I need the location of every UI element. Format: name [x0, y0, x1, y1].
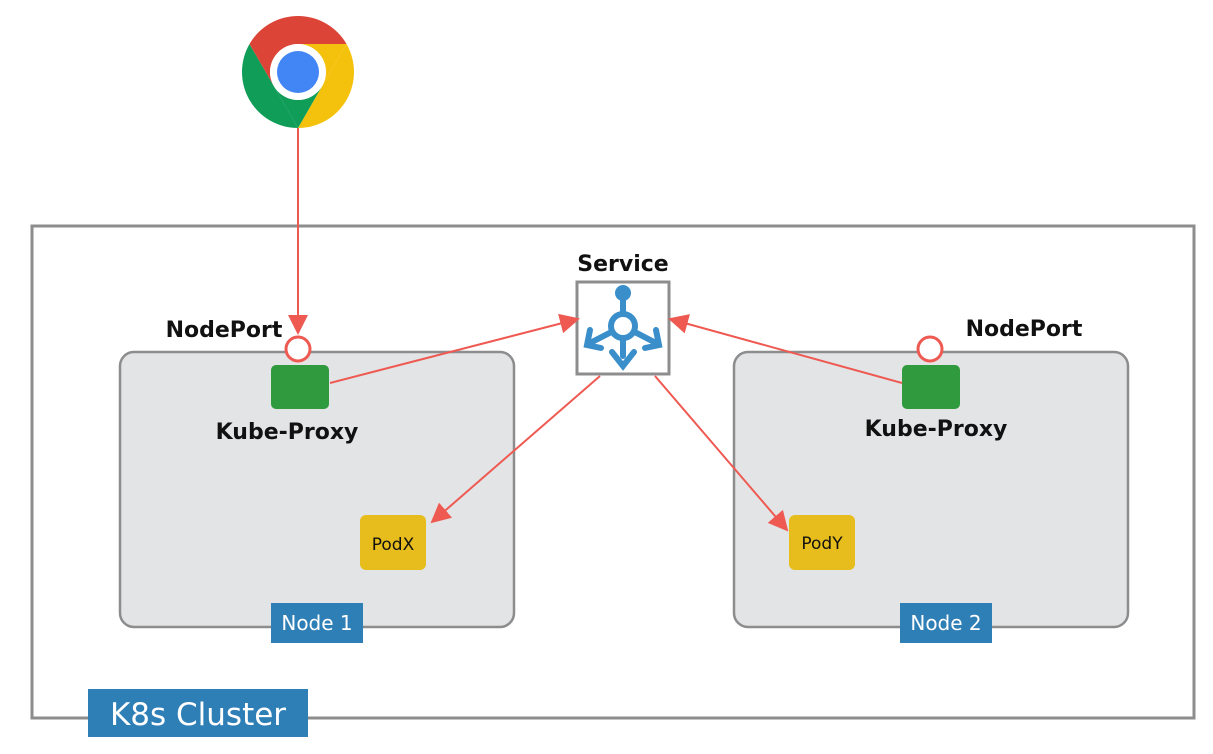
nodeport-1-circle — [284, 335, 312, 363]
kube-proxy-2-label: Kube-Proxy — [865, 417, 1008, 442]
pody-label: PodY — [801, 534, 843, 554]
kube-proxy-2-icon — [902, 365, 960, 409]
cluster-tag-box — [88, 689, 308, 737]
nodeport-1-label: NodePort — [166, 318, 283, 343]
node-2-tag — [900, 603, 992, 643]
arrow-service-to-pody — [654, 375, 789, 532]
nodeport-2-label: NodePort — [966, 317, 1083, 342]
nodeport-2-circle — [916, 335, 944, 363]
node-1-tag-label: Node 1 — [281, 611, 352, 635]
node-2: Node 2 Kube-Proxy NodePort PodY — [732, 317, 1130, 643]
cluster-tag-label: K8s Cluster — [110, 697, 286, 733]
cluster-frame — [30, 224, 1196, 720]
kube-proxy-1-icon — [271, 365, 329, 409]
podx-box — [360, 515, 426, 570]
pody-box — [789, 515, 855, 570]
arrow-proxy-1-to-service — [329, 313, 580, 384]
chrome-icon — [241, 15, 355, 128]
connection-arrows — [288, 122, 903, 532]
service: Service — [575, 252, 671, 376]
cluster-tag: K8s Cluster — [88, 689, 308, 737]
node-2-tag-label: Node 2 — [910, 611, 981, 635]
arrow-proxy-2-to-service — [668, 314, 903, 384]
node-1-tag — [271, 603, 363, 643]
arrow-service-to-podx — [430, 375, 601, 524]
service-hub-icon — [583, 285, 663, 371]
kube-proxy-1-label: Kube-Proxy — [216, 420, 359, 445]
podx-label: PodX — [372, 535, 415, 555]
service-label: Service — [577, 252, 668, 277]
node-1: Node 1 Kube-Proxy NodePort PodX — [118, 318, 516, 643]
